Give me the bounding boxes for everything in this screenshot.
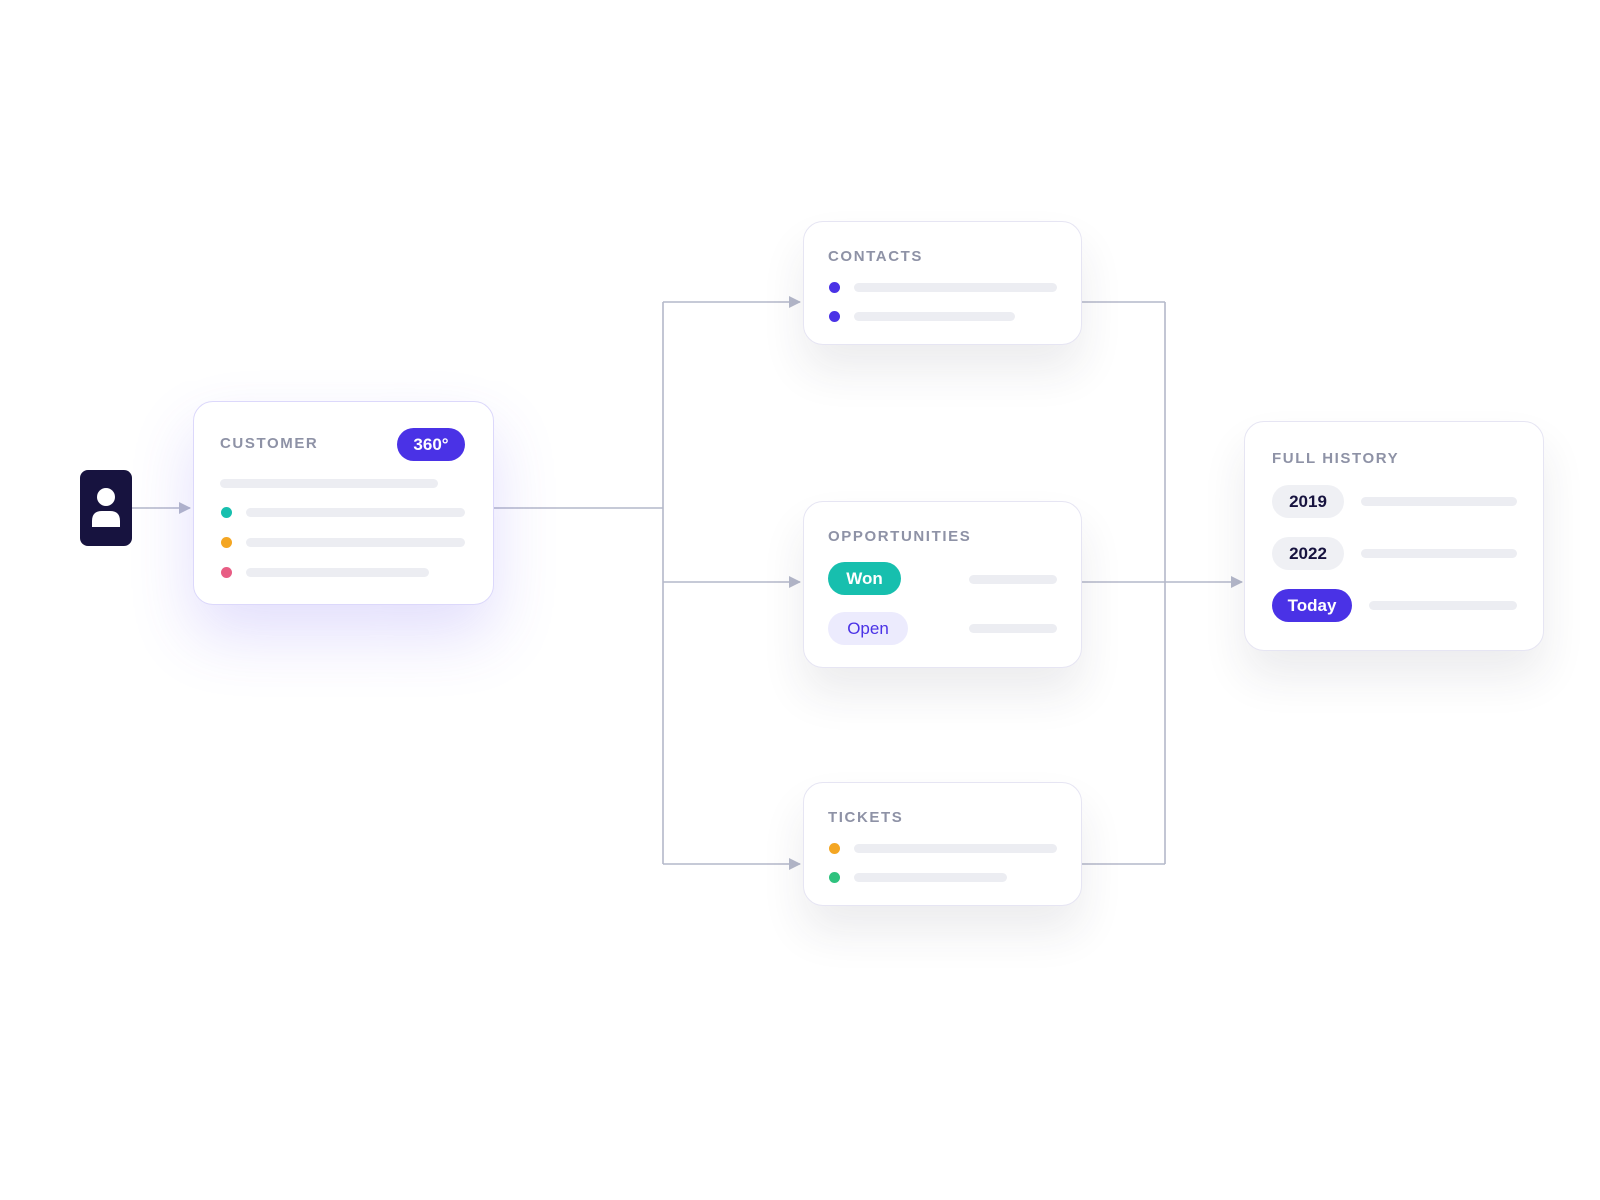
customer-placeholder-line (246, 568, 429, 577)
opportunity-placeholder-line (969, 624, 1057, 633)
history-placeholder-line (1361, 497, 1517, 506)
contact-dot (829, 311, 840, 322)
full-history-card[interactable]: FULL HISTORY 2019 2022 Today (1244, 421, 1544, 651)
tickets-card[interactable]: TICKETS (803, 782, 1082, 906)
contacts-title: CONTACTS (828, 248, 924, 265)
customer-title: CUSTOMER (220, 435, 319, 452)
history-placeholder-line (1361, 549, 1517, 558)
won-badge: Won (828, 562, 901, 595)
contact-dot (829, 282, 840, 293)
customer-card[interactable]: CUSTOMER 360° (193, 401, 494, 605)
customer-placeholder-line (246, 538, 465, 547)
open-badge: Open (828, 612, 908, 645)
contact-placeholder-line (854, 283, 1057, 292)
ticket-dot-orange (829, 843, 840, 854)
customer-360-badge: 360° (397, 428, 465, 461)
history-year-2019: 2019 (1272, 485, 1344, 518)
customer-status-dot-teal (221, 507, 232, 518)
opportunities-card[interactable]: OPPORTUNITIES Won Open (803, 501, 1082, 668)
customer-placeholder-line (220, 479, 438, 488)
ticket-dot-green (829, 872, 840, 883)
contact-placeholder-line (854, 312, 1015, 321)
customer-status-dot-orange (221, 537, 232, 548)
tickets-title: TICKETS (828, 809, 904, 826)
user-icon (92, 488, 120, 527)
customer-placeholder-line (246, 508, 465, 517)
customer-status-dot-pink (221, 567, 232, 578)
history-year-2022: 2022 (1272, 537, 1344, 570)
user-badge (80, 470, 132, 546)
history-placeholder-line (1369, 601, 1517, 610)
opportunities-title: OPPORTUNITIES (828, 528, 972, 545)
ticket-placeholder-line (854, 844, 1057, 853)
ticket-placeholder-line (854, 873, 1007, 882)
opportunity-placeholder-line (969, 575, 1057, 584)
contacts-card[interactable]: CONTACTS (803, 221, 1082, 345)
history-title: FULL HISTORY (1272, 450, 1400, 467)
history-today-badge: Today (1272, 589, 1352, 622)
